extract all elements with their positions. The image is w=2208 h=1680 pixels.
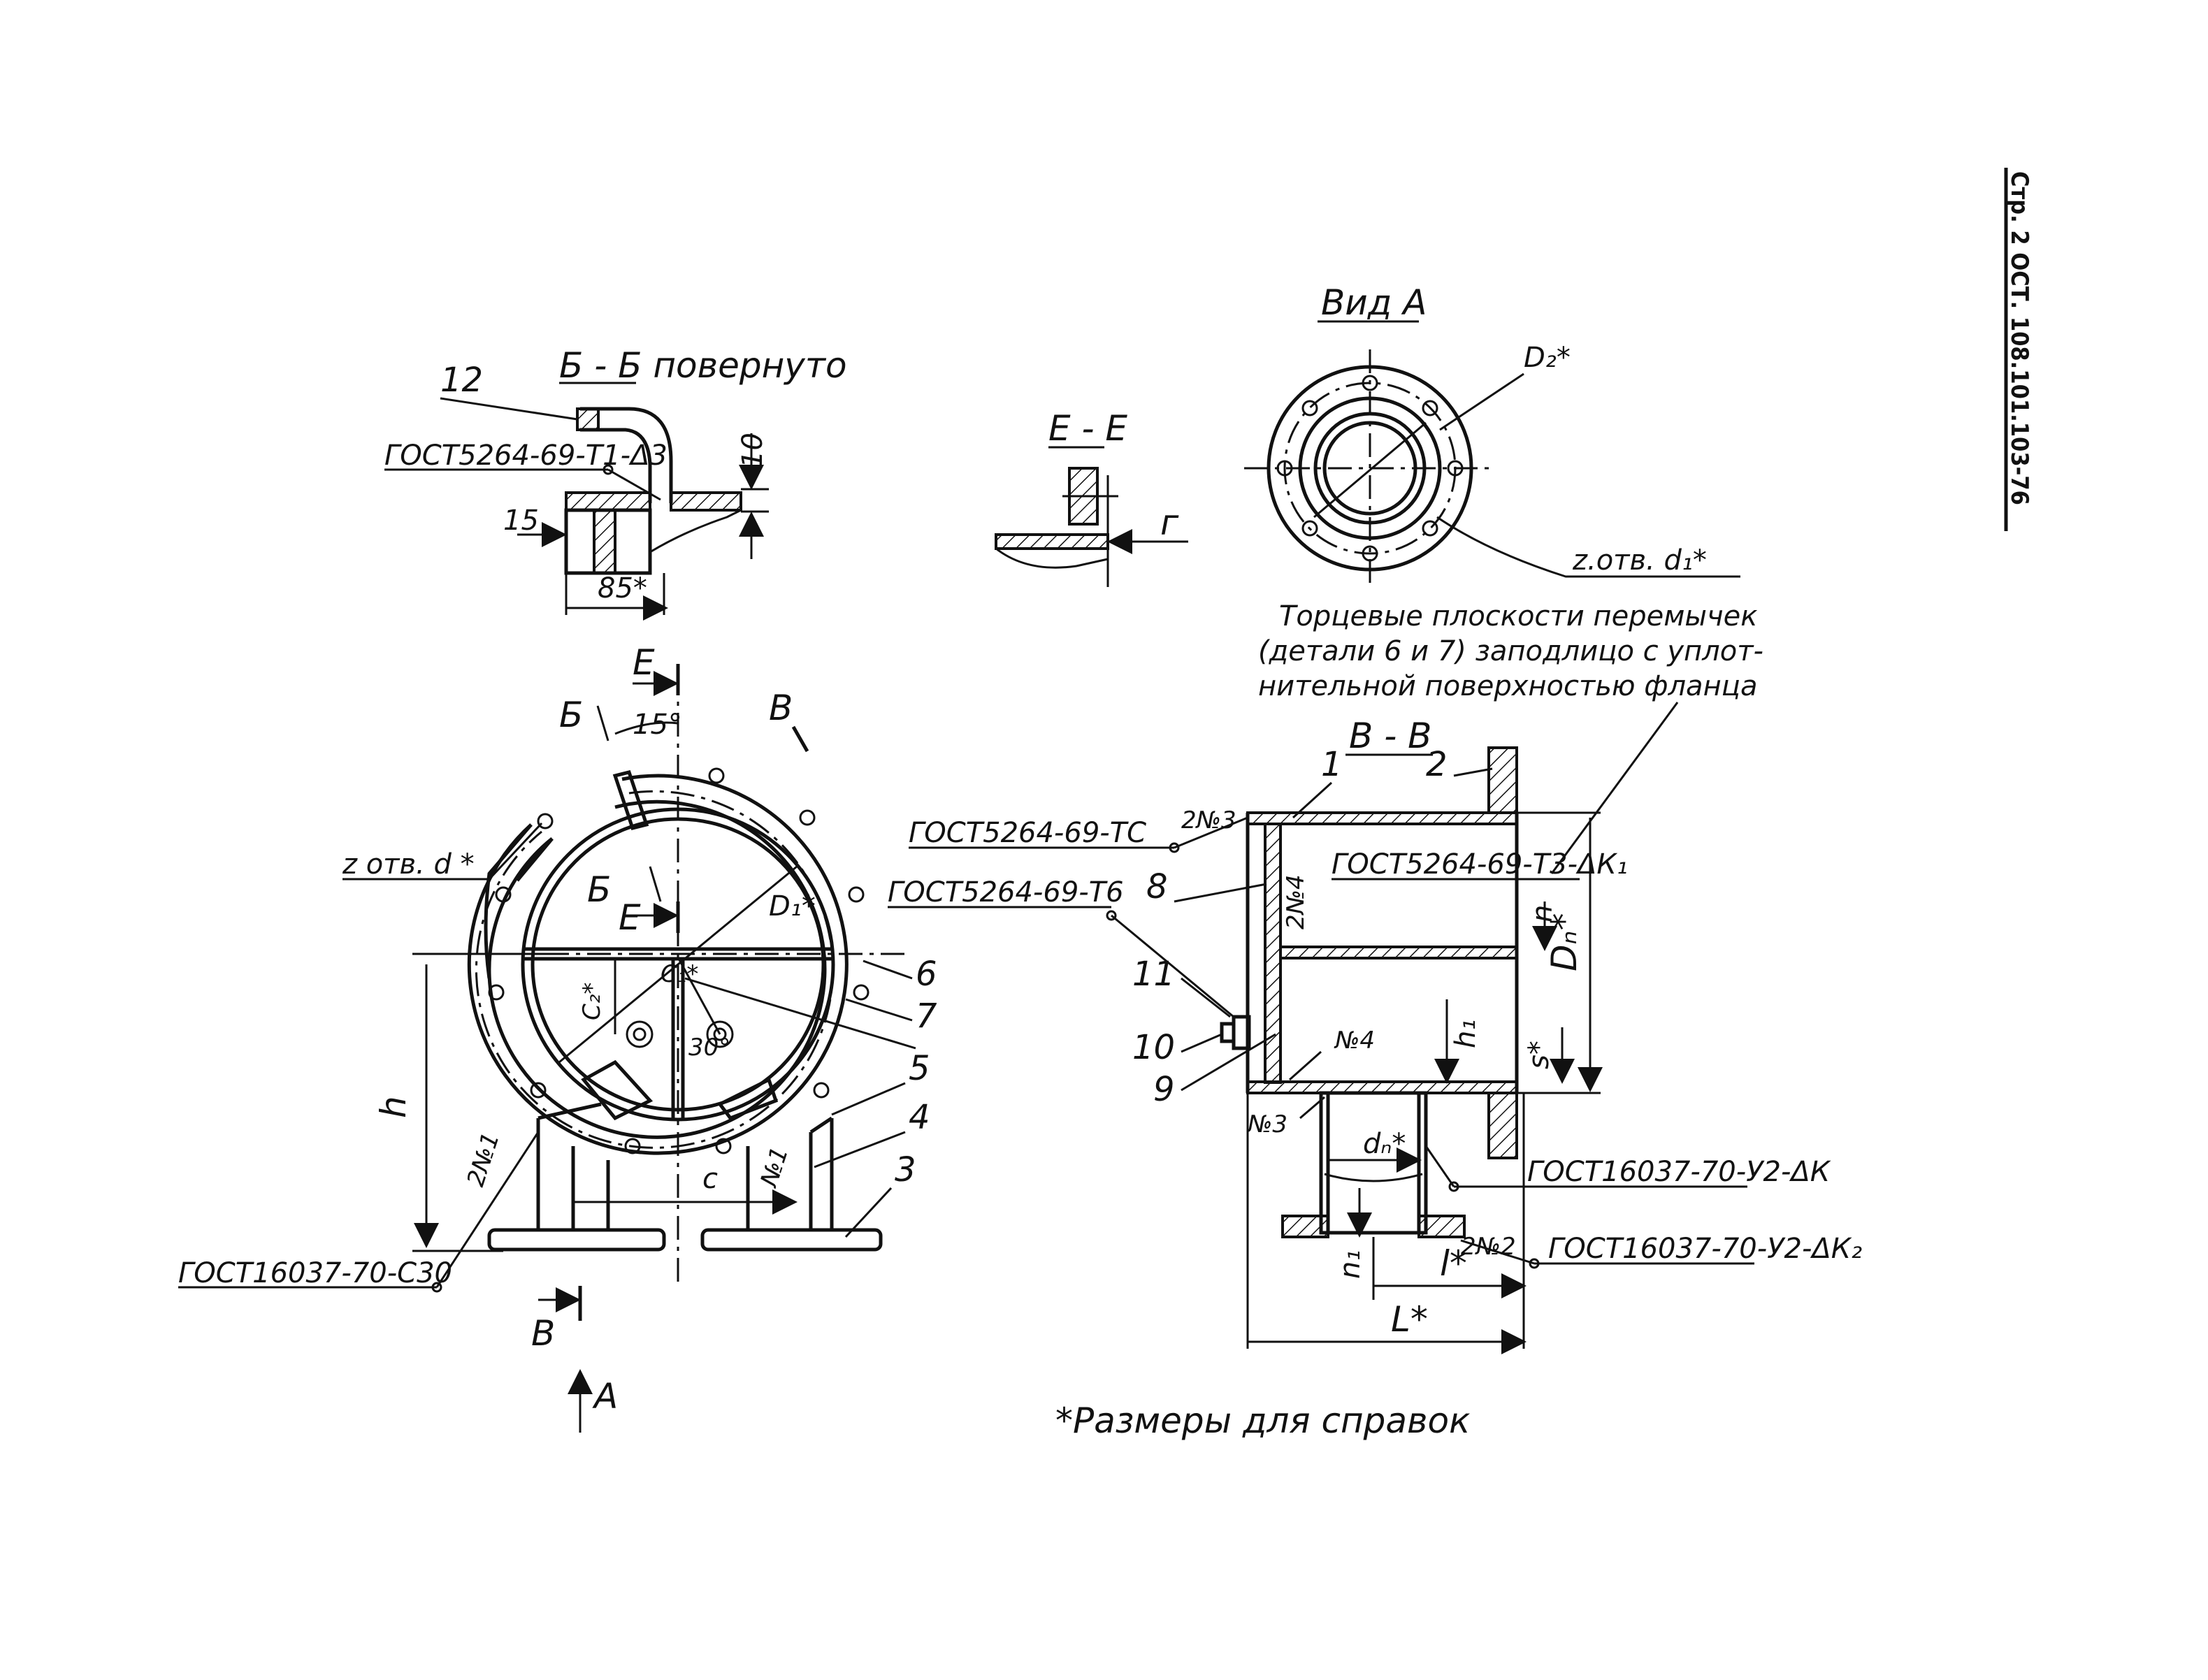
std-g7: ГОСТ16037-70-С30 — [178, 1257, 452, 1289]
dim-c: c — [702, 1163, 718, 1195]
std-g5: ГОСТ16037-70-У2-ΔК — [1527, 1156, 1831, 1188]
weld-w1: 2№1 — [462, 1129, 505, 1190]
support-legs — [487, 1102, 883, 1252]
mark-A: А — [592, 1376, 618, 1417]
note-flush: Торцевые плоскости перемычек (детали 6 и… — [1258, 600, 1763, 874]
std-g2: ГОСТ5264-69-ТС — [909, 817, 1146, 849]
weld-w1b: №1 — [755, 1143, 794, 1191]
note-line-3: нительной поверхностью фланца — [1258, 670, 1757, 702]
front-view: Б Б Е Е В В А 15° D₁* C₁* C₂* 30° z отв.… — [178, 642, 937, 1433]
note-line-2: (детали 6 и 7) заподлицо с уплот- — [1258, 635, 1763, 667]
vv-nozzle-flange-r — [1417, 1215, 1466, 1238]
section-vv: В - В L* l* dₙ* Dₙ* n — [888, 716, 1862, 1354]
dim-g: г — [1160, 502, 1179, 543]
std-g4: ГОСТ5264-69-Т3-ΔК₁ — [1332, 848, 1628, 881]
view-a: Вид А D₂* z.отв. d₁* — [1244, 282, 1740, 587]
part-12: 12 — [440, 361, 483, 400]
view-title-bb: Б - Б повернуто — [559, 345, 847, 386]
dim-L: L* — [1391, 1299, 1428, 1340]
footnote: *Размеры для справок — [1055, 1400, 1470, 1441]
front-bolt-holes — [488, 767, 870, 1154]
std-g6: ГОСТ16037-70-У2-ΔК₂ — [1548, 1233, 1862, 1265]
dim-15deg: 15° — [633, 709, 682, 741]
dim-D2: D₂* — [1524, 342, 1571, 374]
dim-s: s* — [1523, 1041, 1555, 1069]
dim-85: 85* — [598, 572, 647, 604]
plate-left — [565, 491, 651, 512]
part-4: 4 — [909, 1098, 930, 1137]
weld-w4: 2№4 — [1282, 874, 1310, 929]
part-9: 9 — [1153, 1070, 1175, 1109]
view-title-vv: В - В — [1349, 716, 1431, 756]
view-title-a: Вид А — [1321, 282, 1427, 323]
vv-flange-bottom — [1487, 1092, 1518, 1159]
vv-partition-8 — [1264, 823, 1282, 1084]
weld-w2: 2№2 — [1461, 1233, 1516, 1261]
dim-z-d1: z.отв. d₁* — [1572, 544, 1707, 577]
dim-dn: dₙ* — [1363, 1128, 1406, 1160]
dim-C2: C₂* — [578, 983, 606, 1020]
mark-B-2: Б — [587, 869, 611, 910]
part-1: 1 — [1321, 745, 1343, 784]
dim-30deg: 30° — [688, 1034, 730, 1062]
dim-n: n — [1527, 905, 1559, 922]
mark-B-1: Б — [559, 695, 583, 735]
vv-plate-mid — [1279, 946, 1518, 960]
part-11: 11 — [1132, 955, 1175, 994]
dim-15: 15 — [503, 505, 539, 537]
shell-ee — [995, 533, 1109, 550]
section-bb: Б - Б повернуто 85* 15 10 12 ГОСТ5264-69… — [384, 345, 847, 621]
part-8: 8 — [1146, 867, 1168, 906]
mark-E-2: Е — [619, 897, 641, 938]
part-6: 6 — [916, 955, 937, 994]
dim-l: l* — [1440, 1243, 1467, 1284]
part-10: 10 — [1132, 1028, 1175, 1067]
pipe-12-end — [576, 407, 600, 431]
part-7: 7 — [916, 997, 937, 1036]
dim-D1: D₁* — [769, 890, 816, 922]
dim-h1: h₁ — [1450, 1020, 1482, 1048]
part-2: 2 — [1426, 745, 1448, 784]
vv-shell-top — [1246, 811, 1518, 825]
view-title-ee: Е - Е — [1048, 408, 1127, 449]
part-3: 3 — [895, 1150, 916, 1189]
dim-h: h — [373, 1096, 414, 1118]
note-line-1: Торцевые плоскости перемычек — [1279, 600, 1757, 632]
dim-n1: n₁ — [1334, 1250, 1366, 1279]
dim-z-d: z отв. d * — [342, 848, 475, 881]
vv-nozzle-flange-l — [1281, 1215, 1329, 1238]
part-5: 5 — [909, 1049, 930, 1088]
vv-flange-top — [1487, 746, 1518, 814]
mark-n4: №4 — [1334, 1027, 1375, 1055]
mark-V-1: В — [769, 688, 793, 728]
mark-n3: №3 — [1246, 1110, 1287, 1138]
section-ee: Е - Е г — [995, 408, 1188, 587]
rib-bb — [593, 509, 616, 574]
mark-E-1: Е — [633, 642, 655, 683]
std-g1: ГОСТ5264-69-Т1-Δ3 — [384, 440, 668, 472]
mark-V-2: В — [531, 1313, 555, 1354]
sheet-header: Стр. 2 ОСТ. 108.101.103-76 — [2005, 171, 2033, 505]
weld-w3: 2№3 — [1181, 806, 1236, 834]
dim-10: 10 — [737, 433, 769, 468]
view-a-bolt-holes — [1276, 375, 1464, 562]
std-g3: ГОСТ5264-69-Т6 — [888, 876, 1124, 908]
plate-right — [670, 491, 742, 512]
